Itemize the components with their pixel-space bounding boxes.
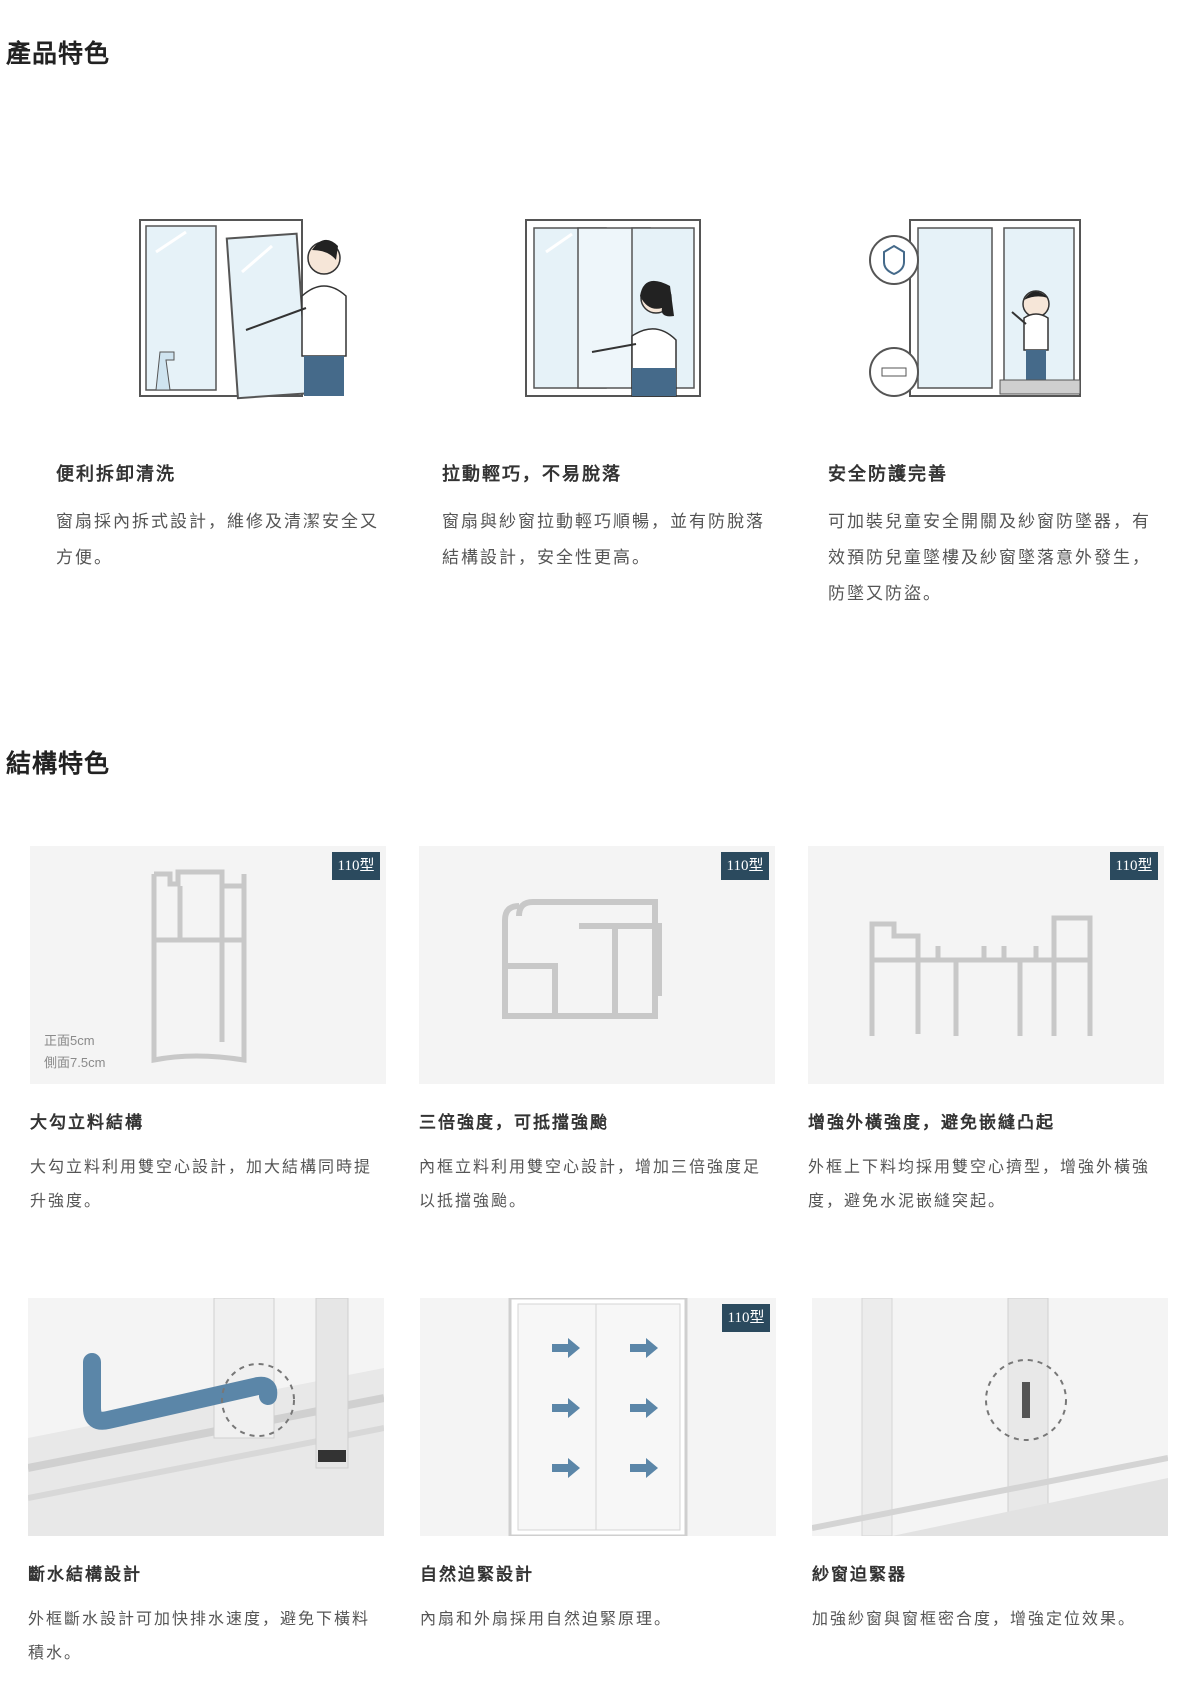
feature-description: 窗扇採內拆式設計，維修及清潔安全又方便。 <box>56 512 379 568</box>
feature-description: 可加裝兒童安全開關及紗窗防墜器，有效預防兒童墜樓及紗窗墜落意外發生，防墜又防盜。 <box>828 512 1151 604</box>
structure-title: 三倍強度，可抵擋強颱 <box>419 1113 609 1133</box>
structure-description: 加強紗窗與窗框密合度，增強定位效果。 <box>812 1609 1137 1628</box>
structure-features-title: 結構特色 <box>6 749 111 778</box>
latch-diagram <box>812 1298 1168 1536</box>
profile-image: 110型 <box>808 846 1164 1084</box>
profile-image: 110型 <box>419 846 775 1084</box>
model-badge: 110型 <box>332 852 380 880</box>
drainage-image <box>28 1298 384 1536</box>
profile-image: 正面5cm 側面7.5cm 110型 <box>30 846 386 1084</box>
structure-description: 內框立料利用雙空心設計，增加三倍強度足以抵擋強颱。 <box>419 1157 762 1210</box>
latch-image <box>812 1298 1168 1536</box>
shield-icon <box>869 235 919 285</box>
water-flow-arrow <box>83 1353 278 1430</box>
structure-title: 紗窗迫緊器 <box>812 1565 907 1585</box>
dimension-front: 正面5cm <box>44 1033 95 1048</box>
structure-title: 大勾立料結構 <box>30 1113 144 1133</box>
feature-title: 便利拆卸清洗 <box>56 464 176 485</box>
product-features-title: 產品特色 <box>6 39 111 68</box>
seal-diagram <box>508 1298 688 1536</box>
structure-description: 外框上下料均採用雙空心擠型，增強外橫強度，避免水泥嵌縫突起。 <box>808 1157 1151 1210</box>
structure-title: 斷水結構設計 <box>28 1565 142 1585</box>
seal-image: 110型 <box>420 1298 776 1536</box>
profile-diagram <box>869 915 1093 1036</box>
structure-title: 自然迫緊設計 <box>420 1565 534 1585</box>
model-badge: 110型 <box>722 1304 770 1332</box>
dimension-side: 側面7.5cm <box>44 1055 106 1070</box>
drainage-diagram <box>28 1298 384 1536</box>
profile-diagram <box>151 869 247 1064</box>
structure-description: 外框斷水設計可加快排水速度，避免下橫料積水。 <box>28 1609 371 1662</box>
latch-handle <box>1022 1382 1030 1418</box>
model-badge: 110型 <box>1110 852 1158 880</box>
feature-description: 窗扇與紗窗拉動輕巧順暢，並有防脫落結構設計，安全性更高。 <box>442 512 765 568</box>
model-badge: 110型 <box>721 852 769 880</box>
window-removal-illustration <box>139 219 347 400</box>
window-sliding-illustration <box>525 219 701 397</box>
feature-title: 安全防護完善 <box>828 464 948 485</box>
structure-title: 增強外橫強度，避免嵌縫凸起 <box>808 1113 1055 1133</box>
profile-diagram <box>502 899 662 1019</box>
structure-description: 大勾立料利用雙空心設計，加大結構同時提升強度。 <box>30 1157 373 1210</box>
child-safety-illustration <box>869 219 1081 397</box>
structure-description: 內扇和外扇採用自然迫緊原理。 <box>420 1609 673 1628</box>
feature-title: 拉動輕巧，不易脫落 <box>442 464 622 485</box>
